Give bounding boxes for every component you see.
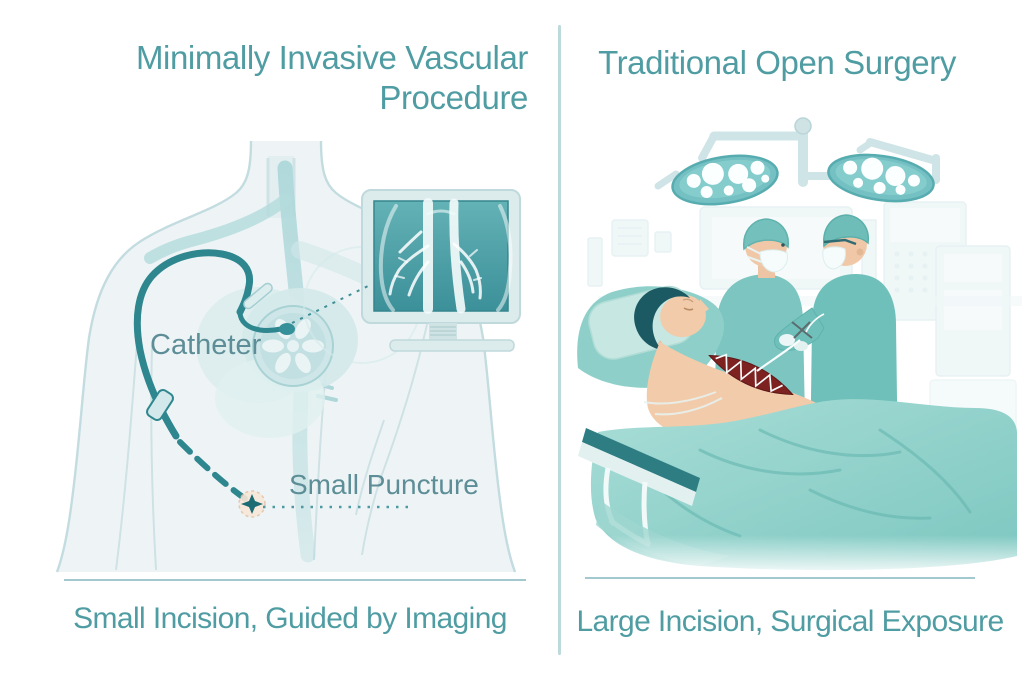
sutures <box>715 353 783 393</box>
catheter-tip-device <box>279 323 295 335</box>
open-surgery-scene <box>560 117 1024 577</box>
surgical-glove <box>794 341 808 351</box>
catheter-path <box>133 249 295 503</box>
incision <box>708 353 794 395</box>
surgical-light-left-icon <box>671 154 779 206</box>
catheter-sheath <box>146 388 174 422</box>
catheter-label: Catheter <box>150 329 262 361</box>
ecg-wires <box>643 391 723 416</box>
left-panel-title: Minimally Invasive Vascular Procedure <box>98 38 528 119</box>
surgical-cap <box>743 218 789 251</box>
surgical-light-arms <box>654 122 940 190</box>
left-title-line1: Minimally Invasive Vascular <box>135 39 528 76</box>
surgical-mask <box>822 246 846 270</box>
forceps-icon <box>791 321 813 339</box>
blanket <box>590 399 1017 571</box>
vascular-image <box>378 198 513 314</box>
left-caption-rule <box>64 579 526 581</box>
suture-thread <box>756 339 801 372</box>
surgical-cap <box>823 214 869 248</box>
imaging-monitor-icon <box>303 189 521 364</box>
surgeon-arm <box>756 307 825 372</box>
left-title-line2: Procedure <box>379 79 528 117</box>
small-puncture-label: Small Puncture <box>289 469 479 500</box>
heart <box>196 287 358 438</box>
puncture-marker <box>238 490 266 518</box>
right-panel-title: Traditional Open Surgery <box>598 44 956 81</box>
glasses <box>823 238 857 246</box>
surgical-mask <box>759 249 788 273</box>
patient-hair <box>634 287 690 350</box>
right-panel-caption: Large Incision, Surgical Exposure <box>576 605 1004 638</box>
left-panel-caption: Small Incision, Guided by Imaging <box>73 602 507 635</box>
light-mount-joint <box>794 117 812 135</box>
surgical-light-right-icon <box>827 153 935 203</box>
monitor-base <box>389 339 515 352</box>
right-caption-rule <box>585 577 975 579</box>
minimally-invasive-scene <box>55 140 521 573</box>
panel-divider <box>558 25 561 655</box>
surgical-glove <box>779 334 795 346</box>
introducer-rod <box>243 282 273 310</box>
monitor-screen <box>373 200 509 312</box>
